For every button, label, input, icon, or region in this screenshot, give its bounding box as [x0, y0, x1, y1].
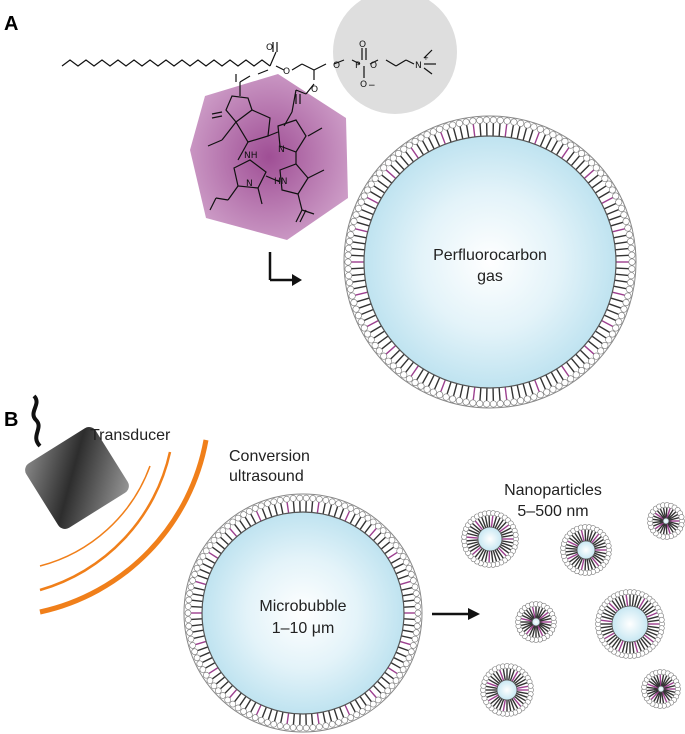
nanoparticle: [641, 669, 681, 709]
svg-text:O: O: [311, 85, 318, 95]
transducer: Transducer: [25, 394, 171, 529]
svg-text:N: N: [278, 145, 285, 155]
svg-text:O: O: [359, 40, 366, 50]
porphyrin-highlight: [190, 74, 348, 240]
conversion-label-line1: Conversion: [229, 448, 310, 465]
nanoparticle: [595, 589, 665, 659]
svg-text:N: N: [246, 179, 253, 189]
nanoparticles: [461, 502, 685, 717]
svg-text:P: P: [355, 61, 361, 71]
svg-text:O: O: [370, 61, 377, 71]
svg-text:O: O: [360, 80, 367, 90]
perfluorocarbon-bubble: Perfluorocarbon gas: [343, 115, 637, 409]
phospholipid-structure: [61, 42, 436, 223]
transducer-label: Transducer: [90, 427, 171, 444]
transducer-body: [25, 427, 129, 529]
svg-text:N: N: [415, 61, 422, 71]
nanoparticle: [480, 663, 534, 717]
svg-text:O: O: [266, 43, 273, 53]
headgroup-circle: [333, 0, 457, 114]
conversion-label-line2: ultrasound: [229, 468, 304, 485]
nanoparticles-label-line1: Nanoparticles: [504, 482, 602, 499]
transducer-cable: [31, 394, 42, 448]
nanoparticle: [461, 510, 519, 568]
panel-label-a: A: [4, 13, 18, 35]
nanoparticles-label-line2: 5–500 nm: [517, 503, 588, 520]
microbubble-label-line2: 1–10 μm: [272, 620, 335, 637]
microbubble-label-line1: Microbubble: [259, 598, 346, 615]
svg-text:HN: HN: [274, 177, 288, 187]
svg-text:NH: NH: [244, 151, 258, 161]
panel-label-b: B: [4, 409, 18, 431]
svg-text:O: O: [283, 67, 290, 77]
microbubble: Microbubble 1–10 μm: [183, 493, 423, 733]
nanoparticle: [515, 601, 557, 643]
conversion-arrow: [432, 608, 480, 620]
nanoparticle: [647, 502, 685, 540]
bubble-label-line2: gas: [477, 268, 503, 285]
svg-text:+: +: [423, 54, 429, 62]
bubble-label-line1: Perfluorocarbon: [433, 247, 547, 264]
atom-labels: O O O O O O O P − N + NH N N HN: [244, 40, 429, 189]
svg-text:O: O: [333, 61, 340, 71]
bent-arrow: [268, 252, 302, 286]
ultrasound-waves: [39, 439, 209, 615]
svg-text:−: −: [368, 81, 376, 91]
nanoparticle: [560, 524, 612, 576]
